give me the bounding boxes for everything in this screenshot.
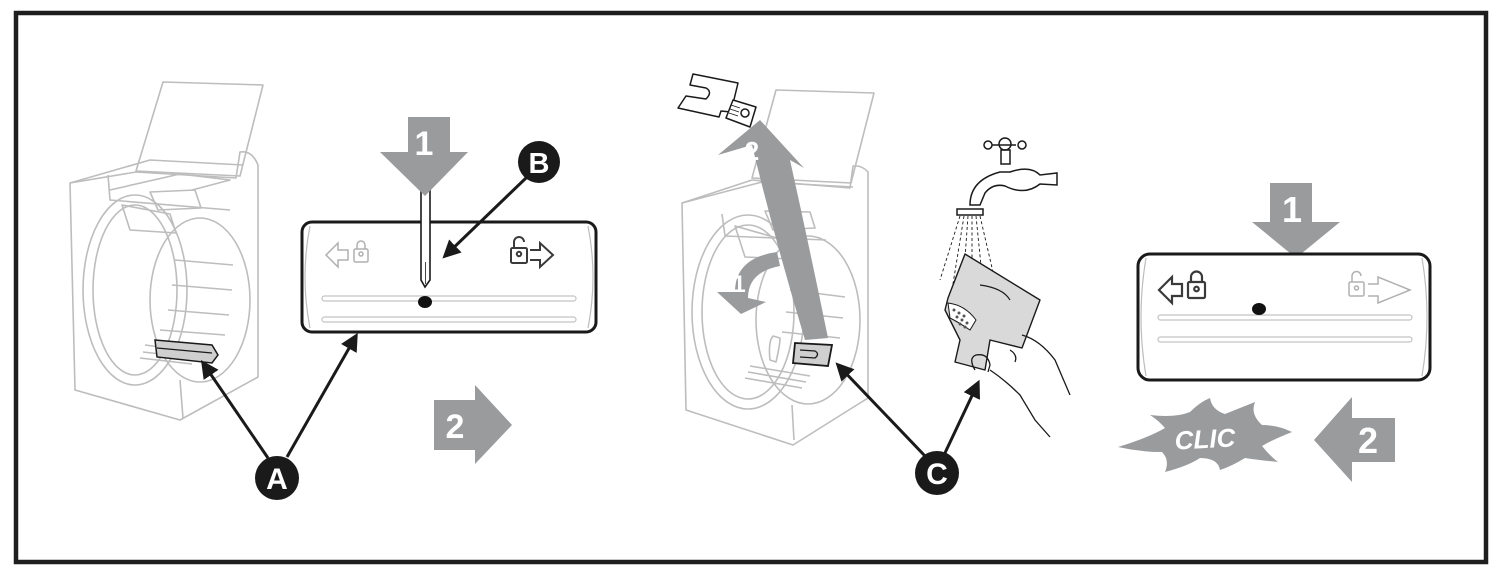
- callout-c: C: [915, 451, 959, 495]
- svg-text:B: B: [529, 148, 550, 180]
- lock-open-icon: [510, 236, 555, 270]
- step-1-rotate-label: 1: [732, 271, 745, 298]
- step-2-left-arrow: 2: [1314, 397, 1395, 482]
- hand-illustration: [971, 334, 1071, 438]
- step-2-label: 2: [446, 408, 465, 446]
- screwdriver-icon: [420, 182, 431, 289]
- callout-a: A: [255, 456, 299, 500]
- filter-handle-closeup: [300, 220, 598, 334]
- panel-3: 1: [1118, 183, 1432, 482]
- lock-open-icon: [1348, 270, 1412, 305]
- clic-label: CLIC: [1174, 422, 1237, 455]
- lock-closed-icon: [1157, 270, 1207, 306]
- step-2-label: 2: [1358, 420, 1378, 461]
- release-hole: [418, 296, 432, 308]
- release-hole: [1252, 303, 1266, 315]
- step-2-lift-arrow: 2: [718, 120, 828, 340]
- step-1-label: 1: [415, 125, 434, 163]
- filter-handle-closeup: [1136, 252, 1432, 382]
- step-1-down-arrow: 1: [380, 117, 468, 196]
- callout-b: B: [518, 141, 560, 183]
- clic-sound-burst: CLIC: [1118, 398, 1292, 472]
- svg-text:A: A: [266, 463, 288, 496]
- step-1-rotate-arrow: 1: [717, 252, 780, 314]
- step-2-right-arrow: 2: [434, 385, 512, 464]
- filter-slot: [792, 342, 834, 367]
- filter-being-washed: [944, 253, 1041, 371]
- dryer-illustration: [69, 81, 264, 421]
- step-2-lift-label: 2: [745, 136, 759, 166]
- svg-text:C: C: [926, 458, 948, 491]
- step-1-down-arrow: 1: [1252, 183, 1340, 258]
- step-1-label: 1: [1282, 189, 1302, 230]
- filter-in-dryer: [154, 339, 219, 364]
- removed-filter: [677, 73, 757, 128]
- panel-1: 1 2 A B: [69, 81, 598, 500]
- panel-2: 2 1: [677, 73, 1071, 495]
- lock-closed-icon: [324, 240, 369, 269]
- faucet-icon: [956, 137, 1058, 216]
